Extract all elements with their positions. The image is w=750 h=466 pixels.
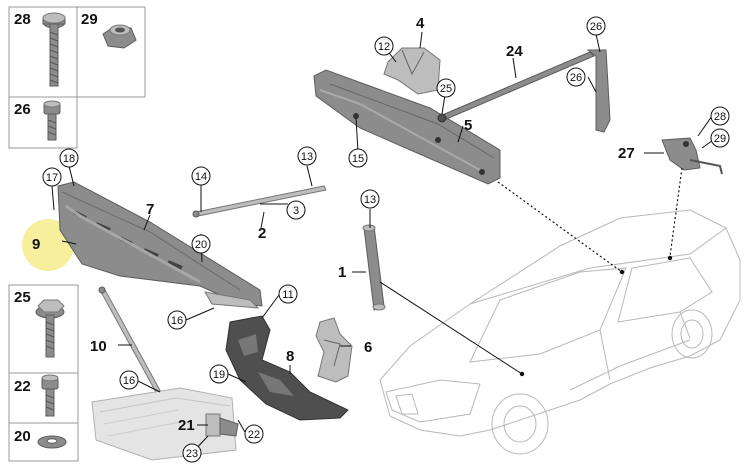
- callout-20: 20: [191, 234, 211, 254]
- label-5: 5: [464, 117, 472, 134]
- svg-text:15: 15: [352, 153, 364, 165]
- circled-labels: 18 17 14 13 3 20 13 16: [42, 16, 730, 463]
- svg-text:23: 23: [186, 448, 198, 460]
- svg-text:26: 26: [570, 72, 582, 84]
- hardware-panel-top: 28 29 26: [8, 6, 146, 149]
- callout-13-mid: 13: [360, 189, 380, 209]
- callout-17: 17: [42, 167, 62, 187]
- part-1-strut: [362, 224, 386, 311]
- bolt-22-icon: [41, 374, 59, 417]
- callout-18: 18: [59, 148, 79, 168]
- callout-25: 25: [436, 78, 456, 98]
- svg-text:26: 26: [590, 21, 602, 33]
- label-20: 20: [14, 428, 31, 445]
- label-29: 29: [81, 11, 98, 28]
- svg-text:11: 11: [282, 289, 293, 301]
- label-6: 6: [364, 339, 372, 356]
- part-7-carrier: [57, 181, 263, 309]
- label-9: 9: [32, 236, 40, 253]
- svg-text:20: 20: [195, 239, 207, 251]
- label-21: 21: [178, 417, 195, 434]
- part-8-bracket: [225, 315, 349, 421]
- part-21-bracket: [205, 413, 239, 437]
- callout-15: 15: [348, 148, 368, 168]
- svg-text:13: 13: [301, 151, 313, 163]
- svg-text:3: 3: [293, 205, 299, 217]
- bumper-carrier: [91, 387, 237, 461]
- part-4-clip: [383, 47, 441, 95]
- nut-29-icon: [102, 24, 137, 49]
- svg-text:25: 25: [440, 83, 452, 95]
- bolt-26-icon: [43, 100, 61, 141]
- svg-text:16: 16: [171, 315, 183, 327]
- label-1: 1: [338, 264, 346, 281]
- svg-text:19: 19: [213, 369, 225, 381]
- callout-16-top: 16: [167, 310, 187, 330]
- part-labels: 7 9 2 1 10 8 6 21 4 24 5 27: [32, 15, 635, 434]
- callout-3: 3: [286, 200, 306, 220]
- bolt-25-icon: [35, 299, 65, 358]
- label-7: 7: [146, 201, 154, 218]
- svg-text:18: 18: [63, 153, 75, 165]
- label-8: 8: [286, 348, 294, 365]
- label-4: 4: [416, 15, 425, 32]
- washer-20-icon: [37, 435, 67, 449]
- callout-12: 12: [374, 36, 394, 56]
- label-26: 26: [14, 101, 31, 118]
- label-10: 10: [90, 338, 107, 355]
- part-2-strut: [192, 185, 327, 218]
- part-27-bracket: [661, 137, 723, 175]
- callout-23: 23: [182, 443, 202, 463]
- callout-26-mid: 26: [566, 67, 586, 87]
- part-5-plate: [313, 69, 501, 185]
- svg-text:28: 28: [714, 111, 726, 123]
- callout-14: 14: [191, 166, 211, 186]
- svg-text:12: 12: [378, 41, 390, 53]
- svg-text:13: 13: [364, 194, 376, 206]
- hardware-panel-bottom: 25 22 20: [8, 284, 79, 462]
- svg-text:22: 22: [248, 429, 260, 441]
- bolt-28-icon: [42, 12, 66, 87]
- car-outline: [379, 209, 741, 455]
- svg-text:29: 29: [714, 133, 726, 145]
- label-25: 25: [14, 289, 31, 306]
- callout-22: 22: [244, 424, 264, 444]
- callout-19: 19: [209, 364, 229, 384]
- label-24: 24: [506, 43, 523, 60]
- callout-11: 11: [278, 284, 298, 304]
- callout-29: 29: [710, 128, 730, 148]
- callout-13-top: 13: [297, 146, 317, 166]
- svg-text:14: 14: [195, 171, 207, 183]
- svg-text:16: 16: [123, 375, 135, 387]
- label-22: 22: [14, 378, 31, 395]
- label-27: 27: [618, 145, 635, 162]
- callout-28: 28: [710, 106, 730, 126]
- label-28: 28: [14, 11, 31, 28]
- svg-text:17: 17: [46, 172, 58, 184]
- label-2: 2: [258, 225, 266, 242]
- part-24-rod: [437, 49, 611, 133]
- callout-16-bottom: 16: [119, 370, 139, 390]
- part-6-bracket: [315, 317, 353, 383]
- callout-26-top: 26: [586, 16, 606, 36]
